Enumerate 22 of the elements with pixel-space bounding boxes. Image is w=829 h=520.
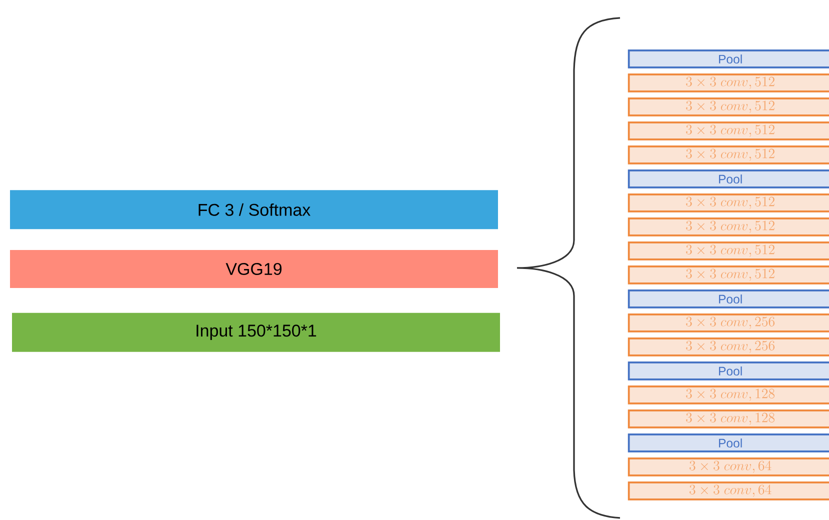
conv-layer-box: $3\times 3\ conv, 512$ xyxy=(628,146,829,164)
pool-layer-box: Pool xyxy=(628,50,829,68)
pool-layer-box: Pool xyxy=(628,434,829,452)
bar-block: Input 150*150*1 xyxy=(12,312,500,352)
conv-layer-box: $3\times 3\ conv, 512$ xyxy=(628,98,829,116)
conv-layer-box: $3\times 3\ conv, 256$ xyxy=(628,314,829,332)
pool-layer-box: Pool xyxy=(628,170,829,188)
conv-layer-box: $3\times 3\ conv, 512$ xyxy=(628,242,829,260)
conv-layer-box: $3\times 3\ conv, 512$ xyxy=(628,266,829,284)
conv-layer-box: $3\times 3\ conv, 128$ xyxy=(628,410,829,428)
conv-layer-box: $3\times 3\ conv, 512$ xyxy=(628,122,829,140)
conv-layer-box: $3\times 3\ conv, 256$ xyxy=(628,338,829,356)
pool-layer-box: Pool xyxy=(628,362,829,380)
conv-layer-box: $3\times 3\ conv, 64$ xyxy=(628,482,829,500)
conv-layer-box: $3\times 3\ conv, 512$ xyxy=(628,74,829,92)
conv-layer-box: $3\times 3\ conv, 512$ xyxy=(628,194,829,212)
conv-layer-box: $3\times 3\ conv, 128$ xyxy=(628,386,829,404)
bar-block: FC 3 / Softmax xyxy=(10,190,498,230)
pool-layer-box: Pool xyxy=(628,290,829,308)
bar-block: VGG19 xyxy=(10,250,498,288)
conv-layer-box: $3\times 3\ conv, 64$ xyxy=(628,458,829,476)
conv-layer-box: $3\times 3\ conv, 512$ xyxy=(628,218,829,236)
